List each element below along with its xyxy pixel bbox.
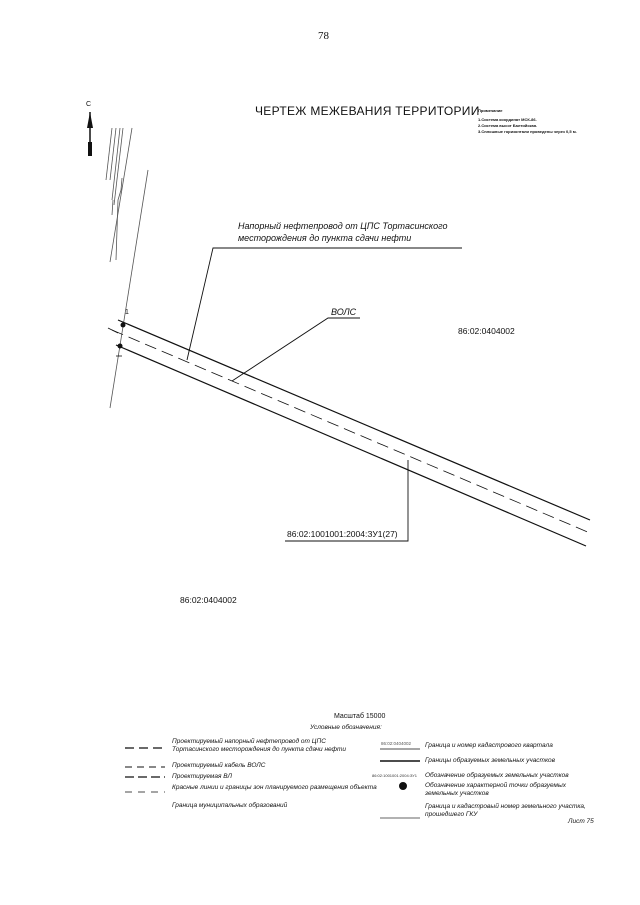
corridor-lines: [107, 319, 591, 547]
notes: Примечание 1.Система координат МСК-86. 2…: [478, 108, 577, 135]
page-number: 78: [318, 30, 329, 42]
note-item: 2.Система высот Балтийская.: [478, 123, 538, 128]
legend-item: Проектируемая ВЛ: [172, 773, 232, 780]
quarter-number-left: 86:02:0404002: [180, 595, 237, 605]
pipeline-label-line2: месторождения до пункта сдачи нефти: [238, 233, 412, 243]
quarter-number-right: 86:02:0404002: [458, 326, 515, 336]
scale-label: Масштаб 15000: [334, 713, 386, 720]
point-label: 1: [125, 309, 129, 316]
legend-item: Граница и номер кадастрового квартала: [425, 742, 553, 749]
legend-samples: [125, 747, 420, 819]
legend-item: Обозначение характерной точки образуемых…: [425, 782, 567, 797]
notes-heading: Примечание: [478, 108, 503, 113]
legend-item: Проектируемый напорный нефтепровод от ЦП…: [172, 738, 347, 753]
legend-item: Красные линии и границы зон планируемого…: [172, 784, 377, 791]
pipeline-label-line1: Напорный нефтепровод от ЦПС Тортасинског…: [238, 221, 448, 231]
vols-label: ВОЛС: [331, 307, 357, 317]
north-arrow-icon: [87, 112, 93, 156]
note-item: 3.Сплошные горизонтали проведены через 0…: [478, 129, 577, 134]
legend-item: Граница и кадастровый номер земельного у…: [425, 803, 586, 818]
note-item: 1.Система координат МСК-86.: [478, 117, 537, 122]
parcel-label: 86:02:1001001:2004:ЗУ1(27): [287, 529, 398, 539]
characteristic-point-icon: [117, 343, 123, 349]
legend-item: Граница муниципальных образований: [172, 802, 288, 809]
legend-sample-parcel: 86:02:1001001:2004:ЗУ1: [372, 773, 417, 778]
sheet-number: Лист 75: [568, 818, 594, 825]
legend-heading: Условные обозначения:: [310, 724, 382, 731]
legend-item: Границы образуемых земельных участков: [425, 757, 556, 764]
characteristic-point-icon: [120, 322, 126, 328]
drawing-title: ЧЕРТЕЖ МЕЖЕВАНИЯ ТЕРРИТОРИИ: [255, 104, 480, 118]
legend-item: Проектируемый кабель ВОЛС: [172, 762, 266, 769]
pipeline-label: Напорный нефтепровод от ЦПС Тортасинског…: [238, 220, 448, 244]
leader-lines: [186, 247, 462, 542]
legend-sample-quarter: 86:02:0404002: [381, 741, 412, 746]
north-label: С: [86, 101, 92, 108]
legend-item: Обозначение образуемых земельных участко…: [425, 772, 569, 779]
adjacent-boundaries: [105, 127, 149, 409]
